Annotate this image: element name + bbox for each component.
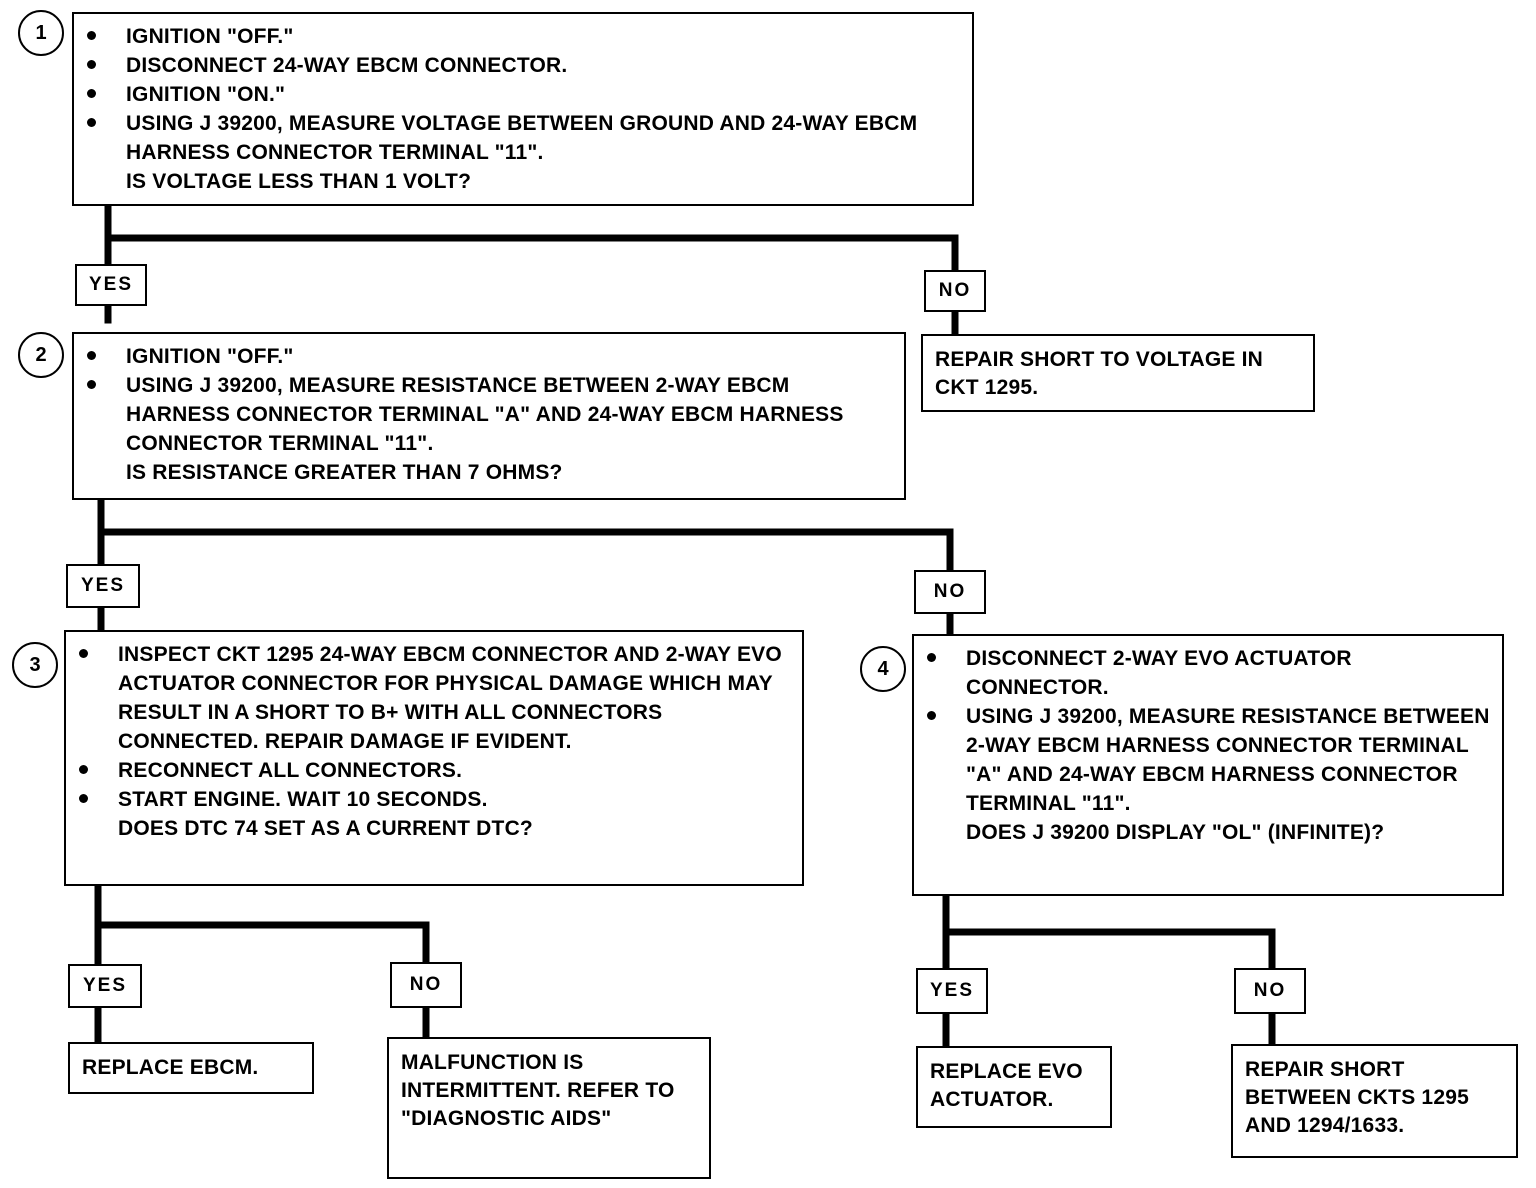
step-2-question: IS RESISTANCE GREATER THAN 7 OHMS? [126, 461, 563, 484]
flow-line-step2-no [97, 528, 954, 638]
step-1-bullet-4: USING J 39200, MEASURE VOLTAGE BETWEEN G… [87, 109, 962, 167]
step-number-4: 4 [860, 646, 906, 692]
step-2-yes-label: YES [66, 564, 140, 608]
step-2-bullets: IGNITION "OFF." USING J 39200, MEASURE R… [87, 342, 894, 458]
step-1-bullet-2: DISCONNECT 24-WAY EBCM CONNECTOR. [87, 51, 962, 80]
step-1-bullet-3: IGNITION "ON." [87, 80, 962, 109]
action-malfunction-intermittent: MALFUNCTION IS INTERMITTENT. REFER TO "D… [387, 1037, 711, 1179]
step-4-box: DISCONNECT 2-WAY EVO ACTUATOR CONNECTOR.… [912, 634, 1504, 896]
step-4-no-label: NO [1234, 968, 1306, 1014]
step-2-no-label: NO [914, 570, 986, 614]
step-3-bullet-1: INSPECT CKT 1295 24-WAY EBCM CONNECTOR A… [79, 640, 792, 756]
flow-line-step4-no [942, 928, 1276, 1048]
step-number-3: 3 [12, 642, 58, 688]
step-4-bullet-2: USING J 39200, MEASURE RESISTANCE BETWEE… [927, 702, 1492, 818]
step-1-bullets: IGNITION "OFF." DISCONNECT 24-WAY EBCM C… [87, 22, 962, 167]
step-1-question: IS VOLTAGE LESS THAN 1 VOLT? [126, 170, 472, 193]
step-2-box: IGNITION "OFF." USING J 39200, MEASURE R… [72, 332, 906, 500]
step-3-bullets: INSPECT CKT 1295 24-WAY EBCM CONNECTOR A… [79, 640, 792, 814]
flow-line-step3-no [94, 921, 430, 1041]
step-3-bullet-2: RECONNECT ALL CONNECTORS. [79, 756, 792, 785]
action-repair-short-to-voltage: REPAIR SHORT TO VOLTAGE IN CKT 1295. [921, 334, 1315, 412]
step-1-bullet-1: IGNITION "OFF." [87, 22, 962, 51]
step-3-bullet-3: START ENGINE. WAIT 10 SECONDS. [79, 785, 792, 814]
step-4-bullet-1: DISCONNECT 2-WAY EVO ACTUATOR CONNECTOR. [927, 644, 1492, 702]
step-number-1: 1 [18, 10, 64, 56]
step-3-question: DOES DTC 74 SET AS A CURRENT DTC? [118, 817, 533, 840]
step-1-yes-label: YES [75, 264, 147, 306]
step-2-bullet-2: USING J 39200, MEASURE RESISTANCE BETWEE… [87, 371, 894, 458]
step-4-bullets: DISCONNECT 2-WAY EVO ACTUATOR CONNECTOR.… [927, 644, 1492, 818]
flow-line-step1-no [104, 234, 959, 338]
step-2-bullet-1: IGNITION "OFF." [87, 342, 894, 371]
action-repair-short-between-ckts: REPAIR SHORT BETWEEN CKTs 1295 AND 1294/… [1231, 1044, 1518, 1158]
step-1-no-label: NO [924, 270, 986, 312]
step-4-question: DOES J 39200 DISPLAY "OL" (INFINITE)? [966, 821, 1385, 844]
step-1-box: IGNITION "OFF." DISCONNECT 24-WAY EBCM C… [72, 12, 974, 206]
step-number-2: 2 [18, 332, 64, 378]
step-3-yes-label: YES [68, 964, 142, 1008]
action-replace-evo-actuator: REPLACE EVO ACTUATOR. [916, 1046, 1112, 1128]
step-3-no-label: NO [390, 962, 462, 1008]
action-replace-ebcm: REPLACE EBCM. [68, 1042, 314, 1094]
step-4-yes-label: YES [916, 968, 988, 1014]
step-3-box: INSPECT CKT 1295 24-WAY EBCM CONNECTOR A… [64, 630, 804, 886]
